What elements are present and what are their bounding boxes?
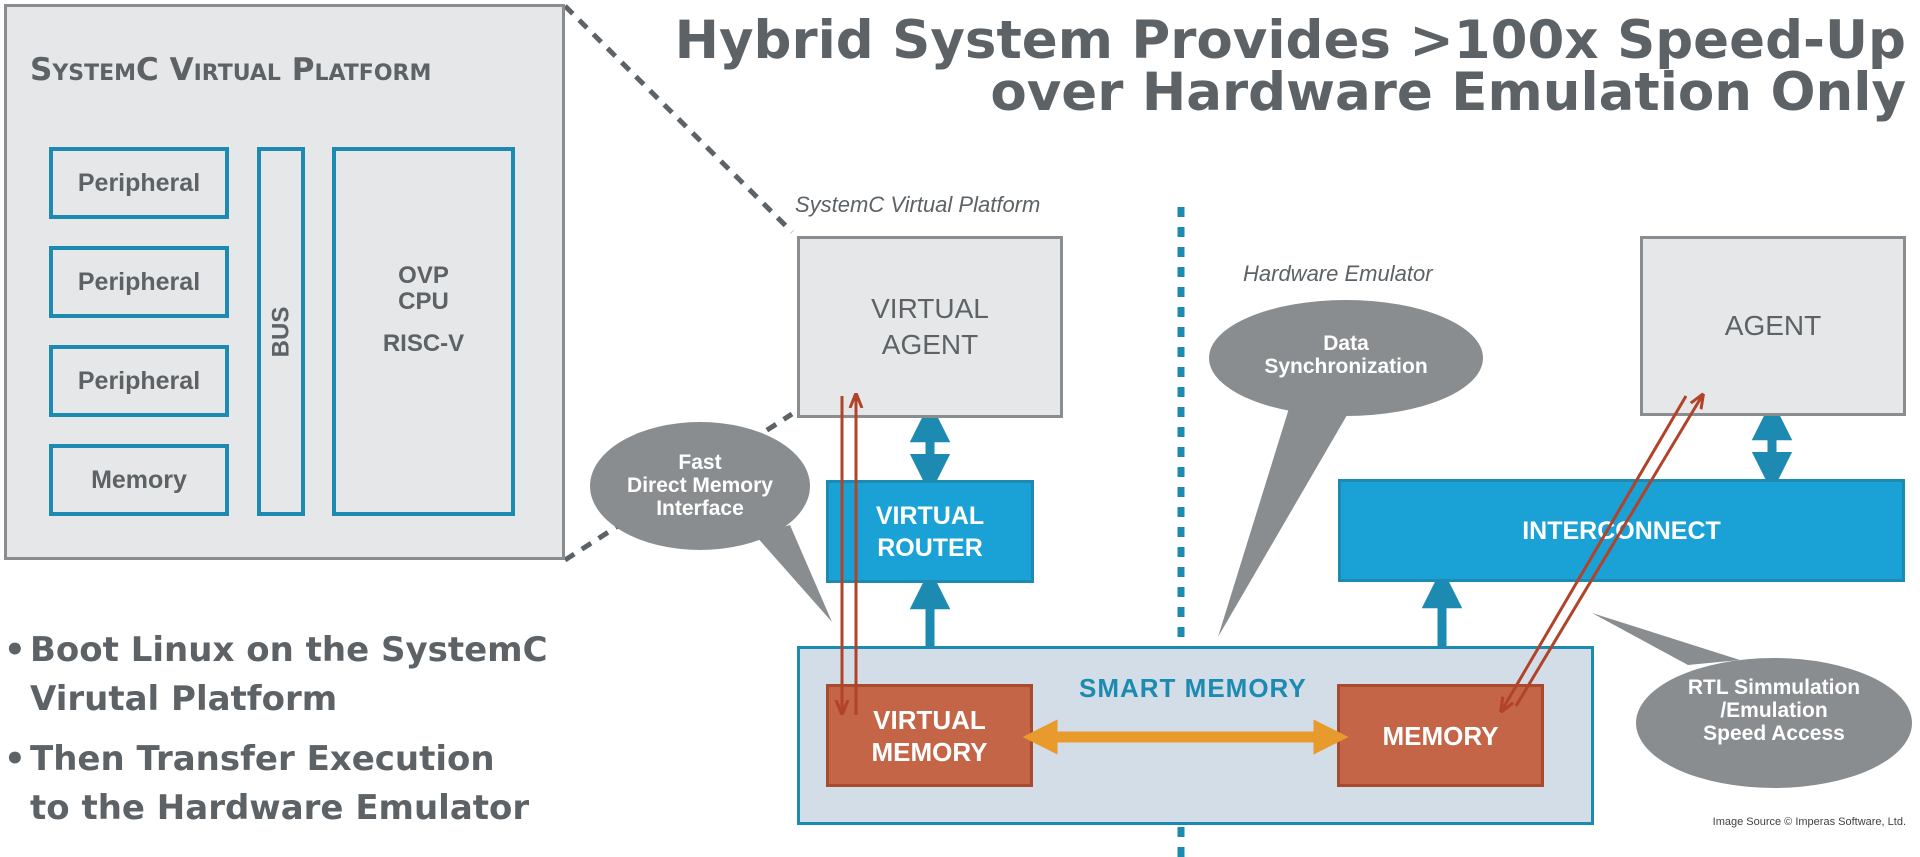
peripheral-box-1: Peripheral: [49, 147, 229, 219]
bubble-rtl-text: RTL Simmulation /Emulation Speed Access: [1654, 676, 1894, 745]
virtual-router-label-2: ROUTER: [877, 533, 983, 562]
memory-box: Memory: [49, 444, 229, 516]
bullet-1-text-1: Boot Linux on the SystemC: [30, 630, 548, 670]
bubble-sync-line-2: Synchronization: [1264, 355, 1428, 378]
bullet-2-text-1: Then Transfer Execution: [30, 739, 495, 779]
agent-box: AGENT: [1640, 236, 1906, 416]
panel-title: SystemC Virtual Platform: [30, 52, 550, 88]
virtual-agent-label-2: AGENT: [881, 329, 979, 360]
peripheral-label-1: Peripheral: [77, 168, 201, 197]
virtual-memory-label-2: MEMORY: [871, 736, 988, 767]
emulator-caption: Hardware Emulator: [1243, 261, 1433, 286]
agent-label: AGENT: [1724, 310, 1822, 341]
smart-memory-label: SMART MEMORY: [1079, 673, 1307, 703]
bullet-1-text-2: Virutal Platform: [30, 679, 338, 719]
bus-box: BUS: [257, 147, 305, 516]
memory-hw-label: MEMORY: [1382, 720, 1499, 751]
cpu-label-cpu: CPU: [398, 288, 449, 315]
memory-label: Memory: [91, 465, 187, 494]
bubble-sync-text: Data Synchronization: [1236, 332, 1456, 378]
bubble-fast-line-2: Direct Memory: [627, 474, 773, 497]
cpu-box: OVP CPU RISC-V: [332, 147, 515, 516]
bubble-fast-text: Fast Direct Memory Interface: [600, 451, 800, 520]
rtl-arrow-up: [1514, 396, 1702, 707]
virtual-agent-label-1: VIRTUAL: [871, 293, 989, 324]
bubble-rtl: [1592, 613, 1912, 788]
bullet-1-line-2: Virutal Platform: [4, 675, 544, 723]
bullet-dot-1: •: [4, 630, 26, 670]
bullet-2-text-2: to the Hardware Emulator: [30, 788, 530, 828]
page-title-line-2: over Hardware Emulation Only: [990, 62, 1906, 123]
bubble-fast-line-1: Fast: [678, 451, 722, 474]
page-title-line-1: Hybrid System Provides >100x Speed-Up: [674, 10, 1906, 71]
bubble-rtl-line-2: /Emulation: [1720, 699, 1828, 722]
bullet-2-line-1: • Then Transfer Execution: [4, 735, 544, 783]
virtual-memory-box: VIRTUAL MEMORY: [826, 684, 1033, 787]
panel-title-part-2: Virtual Platform: [169, 52, 432, 88]
bubble-sync-line-1: Data: [1323, 332, 1369, 355]
panel-title-part-1: SystemC: [30, 52, 159, 88]
virtual-router-box: VIRTUAL ROUTER: [826, 480, 1034, 583]
bullet-2-line-2: to the Hardware Emulator: [4, 784, 544, 832]
bullet-1-line-1: • Boot Linux on the SystemC: [4, 626, 548, 674]
peripheral-label-3: Peripheral: [77, 366, 201, 395]
bubble-fast-line-3: Interface: [656, 497, 744, 520]
cpu-label-riscv: RISC-V: [382, 330, 465, 357]
bubble-data-sync: [1209, 300, 1483, 637]
virtual-memory-label-1: VIRTUAL: [873, 704, 986, 735]
bullet-dot-2: •: [4, 739, 26, 779]
zoom-line-top: [563, 4, 794, 234]
bubble-rtl-line-3: Speed Access: [1703, 722, 1845, 745]
virtual-router-label-1: VIRTUAL: [875, 501, 985, 530]
peripheral-box-3: Peripheral: [49, 345, 229, 417]
rtl-arrow-down: [1502, 395, 1688, 710]
bubble-fast-dmi: [590, 422, 832, 622]
image-source-note: Image Source © Imperas Software, Ltd.: [1712, 816, 1906, 828]
systemc-caption: SystemC Virtual Platform: [795, 192, 1041, 217]
bubble-rtl-line-1: RTL Simmulation: [1687, 676, 1861, 699]
virtual-agent-box: VIRTUAL AGENT: [797, 236, 1063, 418]
peripheral-label-2: Peripheral: [77, 267, 201, 296]
peripheral-box-2: Peripheral: [49, 246, 229, 318]
cpu-label-ovp: OVP: [398, 262, 449, 289]
